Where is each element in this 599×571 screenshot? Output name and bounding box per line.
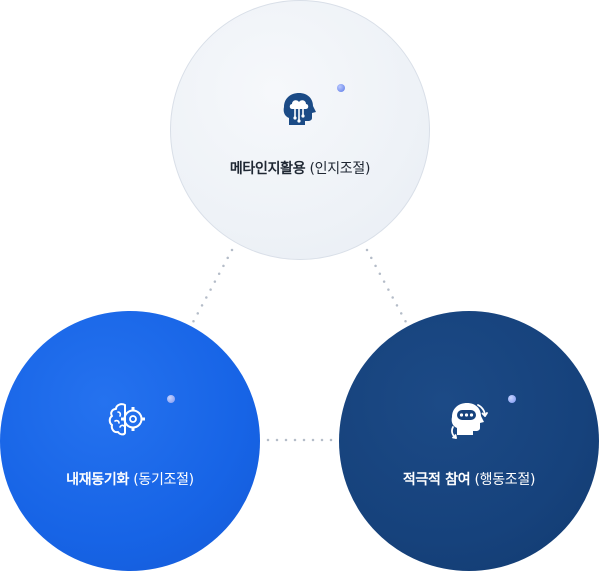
node-title: 적극적 참여 bbox=[402, 472, 471, 488]
node-subtitle: (동기조절) bbox=[133, 472, 194, 488]
connector-top-right bbox=[365, 248, 409, 326]
connector-top-left bbox=[190, 248, 234, 326]
accent-dot bbox=[167, 395, 175, 403]
node-active-participation: 적극적 참여 (행동조절) bbox=[339, 311, 599, 571]
node-subtitle: (행동조절) bbox=[474, 472, 536, 488]
head-chat-icon bbox=[451, 403, 488, 439]
node-label: 적극적 참여 (행동조절) bbox=[339, 469, 599, 489]
node-subtitle: (인지조절) bbox=[309, 161, 371, 177]
head-cloud-icon bbox=[283, 93, 316, 125]
brain-gear-icon bbox=[108, 403, 145, 436]
node-label: 메타인지활용 (인지조절) bbox=[171, 158, 429, 178]
node-title: 내재동기화 bbox=[66, 472, 130, 488]
accent-dot bbox=[508, 395, 516, 403]
node-label: 내재동기화 (동기조절) bbox=[0, 469, 260, 489]
node-metacognition: 메타인지활용 (인지조절) bbox=[170, 0, 430, 260]
node-intrinsic-motivation: 내재동기화 (동기조절) bbox=[0, 311, 260, 571]
accent-dot bbox=[337, 84, 345, 92]
node-title: 메타인지활용 bbox=[229, 161, 306, 177]
